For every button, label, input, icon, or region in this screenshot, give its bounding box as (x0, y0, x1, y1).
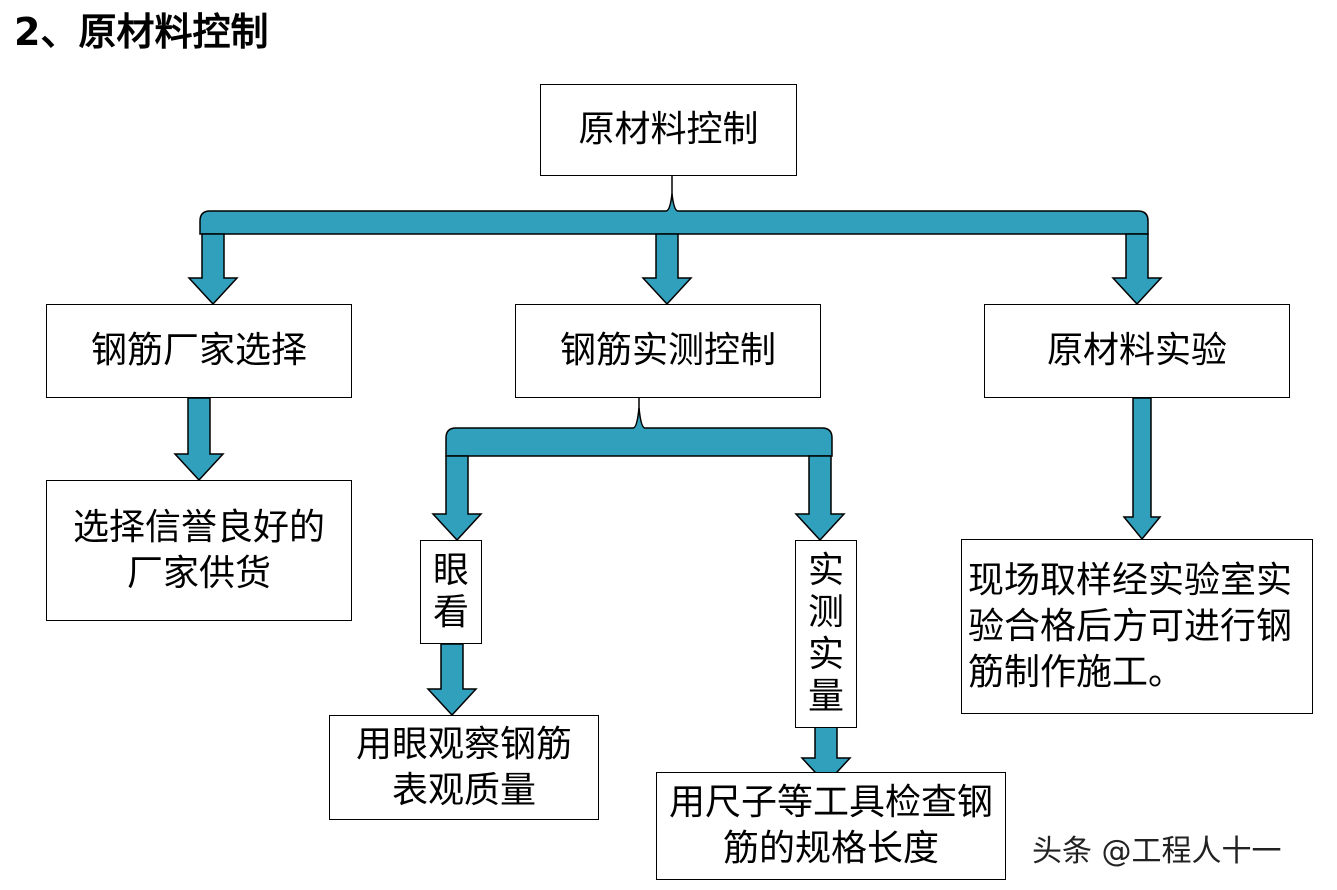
node-root: 原材料控制 (540, 84, 797, 176)
node-actual-detail-label: 用尺子等工具检查钢筋的规格长度 (668, 782, 993, 869)
arrow-to-measure (641, 233, 693, 306)
node-vendor-label: 钢筋厂家选择 (90, 330, 307, 371)
node-test-label: 原材料实验 (1046, 330, 1227, 371)
node-test-detail-label: 现场取样经实验室实验合格后方可进行钢筋制作施工。 (968, 559, 1293, 693)
node-measure-label: 钢筋实测控制 (559, 330, 776, 371)
node-test: 原材料实验 (984, 304, 1290, 398)
root-brace (199, 193, 1149, 235)
page-title: 2、原材料控制 (14, 10, 269, 54)
arrow-to-vendor (187, 233, 239, 306)
node-eye: 眼看 (420, 540, 482, 644)
arrow-to-test (1111, 233, 1163, 306)
node-root-label: 原材料控制 (578, 109, 759, 150)
node-vendor: 钢筋厂家选择 (46, 304, 352, 398)
node-actual-label: 实测实量 (807, 550, 844, 717)
node-actual: 实测实量 (795, 540, 857, 728)
arrow-to-eye (431, 455, 483, 542)
arrow-to-test-detail (1122, 397, 1162, 541)
node-eye-detail-label: 用眼观察钢筋表观质量 (356, 723, 573, 811)
node-eye-detail: 用眼观察钢筋表观质量 (329, 715, 599, 820)
arrow-to-eye-detail (426, 643, 478, 717)
node-actual-detail: 用尺子等工具检查钢筋的规格长度 (656, 772, 1006, 880)
arrow-to-actual (794, 455, 846, 542)
node-eye-label: 眼看 (432, 550, 469, 633)
arrow-to-vendor-detail (173, 397, 225, 482)
node-test-detail: 现场取样经实验室实验合格后方可进行钢筋制作施工。 (961, 539, 1313, 714)
node-vendor-detail-label: 选择信誉良好的厂家供货 (72, 506, 325, 594)
node-vendor-detail: 选择信誉良好的厂家供货 (46, 480, 352, 621)
node-measure: 钢筋实测控制 (515, 304, 821, 398)
arrow-to-actual-detail (800, 721, 852, 786)
measure-brace (445, 407, 833, 457)
connectors (173, 176, 1163, 786)
watermark: 头条 @工程人十一 (1032, 834, 1282, 869)
